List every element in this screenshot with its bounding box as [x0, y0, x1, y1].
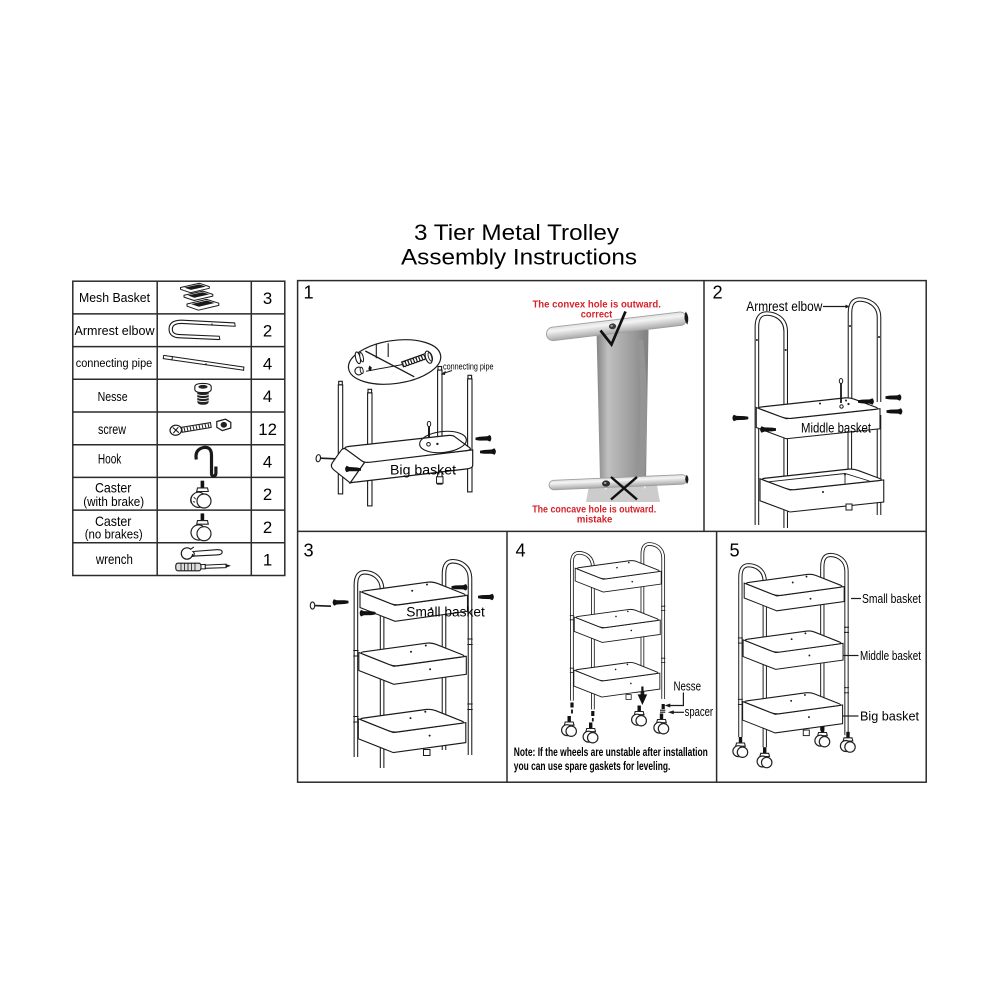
svg-text:Middle basket: Middle basket [860, 648, 921, 663]
svg-text:4: 4 [263, 354, 272, 373]
svg-text:Armrest elbow: Armrest elbow [75, 323, 156, 338]
svg-text:screw: screw [98, 421, 127, 437]
svg-text:Big basket: Big basket [390, 463, 456, 478]
svg-text:Assembly Instructions: Assembly Instructions [401, 245, 637, 270]
svg-text:2: 2 [263, 322, 272, 341]
svg-text:The concave hole is outward.: The concave hole is outward. [532, 503, 656, 515]
svg-text:Note: If the wheels are unstab: Note: If the wheels are unstable after i… [514, 745, 708, 759]
svg-text:4: 4 [263, 387, 272, 406]
svg-text:4: 4 [263, 453, 272, 472]
svg-text:Mesh Basket: Mesh Basket [79, 290, 150, 305]
svg-text:Nesse: Nesse [98, 390, 128, 404]
svg-text:1: 1 [304, 282, 314, 302]
svg-text:spacer: spacer [685, 704, 714, 719]
svg-text:Caster: Caster [95, 513, 132, 529]
svg-text:Small basket: Small basket [406, 604, 485, 619]
svg-text:Small basket: Small basket [862, 591, 921, 606]
svg-text:3: 3 [304, 541, 314, 561]
svg-text:mistake: mistake [577, 514, 613, 526]
svg-text:Middle basket: Middle basket [801, 420, 871, 435]
svg-text:Caster: Caster [95, 480, 132, 496]
svg-text:you can use spare gaskets for: you can use spare gaskets for leveling. [514, 759, 671, 773]
svg-text:(with brake): (with brake) [83, 494, 144, 509]
svg-text:1: 1 [263, 551, 272, 570]
svg-text:Big basket: Big basket [860, 708, 919, 723]
svg-text:2: 2 [713, 282, 723, 302]
svg-text:2: 2 [263, 518, 272, 537]
svg-text:The convex hole is outward.: The convex hole is outward. [532, 299, 661, 311]
svg-text:12: 12 [258, 420, 277, 439]
svg-text:connecting pipe: connecting pipe [443, 362, 494, 373]
svg-text:3: 3 [263, 289, 272, 308]
svg-text:5: 5 [730, 540, 740, 560]
svg-text:2: 2 [263, 485, 272, 504]
svg-text:(no brakes): (no brakes) [85, 526, 143, 541]
svg-text:3 Tier Metal Trolley: 3 Tier Metal Trolley [414, 220, 620, 245]
svg-text:Armrest elbow: Armrest elbow [746, 299, 822, 314]
svg-text:4: 4 [516, 540, 526, 560]
svg-text:wrench: wrench [95, 552, 133, 567]
svg-text:Hook: Hook [98, 452, 122, 467]
svg-text:Nesse: Nesse [674, 679, 702, 694]
svg-text:connecting pipe: connecting pipe [76, 356, 153, 370]
svg-text:correct: correct [581, 308, 613, 320]
